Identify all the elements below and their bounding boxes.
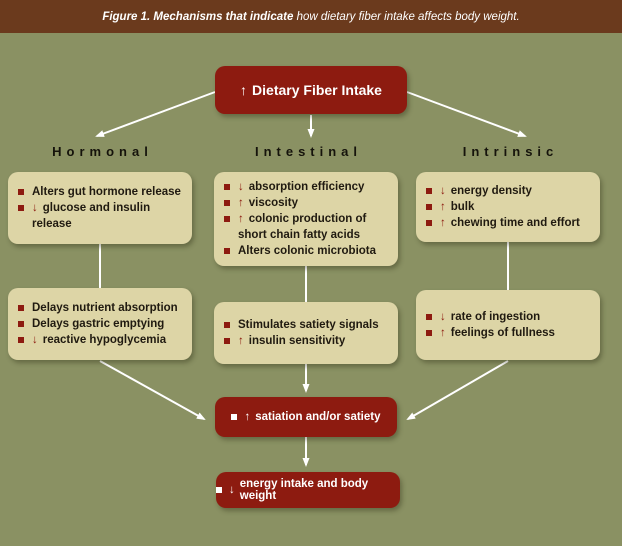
dietary-fiber-intake-label: Dietary Fiber Intake <box>252 82 382 98</box>
list-item: ↓ rate of ingestion <box>426 309 555 325</box>
list-item: ↑colonic production of short chain fatty… <box>224 211 390 243</box>
list-item-text: rate of ingestion <box>450 311 541 323</box>
up-arrow-glyph: ↑ <box>238 213 244 225</box>
bullet-square-icon <box>18 205 24 211</box>
energy-intake-body-weight-label: energy intake and body weight <box>239 478 369 502</box>
list-item-text: chewing time and effort <box>450 217 580 229</box>
list-item-text: colonic production of short chain fatty … <box>238 213 367 241</box>
intestinal-effects-box: Stimulates satiety signals ↑ insulin sens… <box>214 302 398 364</box>
list-item-text: energy density <box>450 185 532 197</box>
list-item-text: Alters gut hormone release <box>32 186 181 198</box>
intestinal-effects-list: Stimulates satiety signals ↑ insulin sens… <box>214 317 387 349</box>
satiation-satiety-box: ↑ satiation and/or satiety <box>215 397 397 437</box>
up-arrow-glyph: ↑ <box>238 335 244 347</box>
list-item: Delays gastric emptying <box>18 316 178 332</box>
arrow-hormonal-to-satiation <box>99 360 206 420</box>
list-item-text: bulk <box>450 201 475 213</box>
bullet-square-icon <box>216 487 222 493</box>
bullet-square-icon <box>224 216 230 222</box>
list-item: ↓ absorption efficiency <box>224 179 390 195</box>
intestinal-mechanisms-box: ↓absorption efficiency ↑viscosity ↑colon… <box>214 172 398 266</box>
list-item: Alters colonic microbiota <box>224 243 390 259</box>
down-arrow-glyph: ↓ <box>238 181 244 193</box>
intrinsic-mechanisms-list: ↓ energy density ↑ bulk ↑ chewing time and … <box>416 183 588 231</box>
down-arrow-glyph: ↓ <box>440 185 446 197</box>
arrow-intrinsic-to-satiation <box>406 360 509 421</box>
satiation-satiety-label: satiation and/or satiety <box>255 411 381 423</box>
arrow-top-to-hormonal <box>95 91 216 137</box>
bullet-square-icon <box>426 188 432 194</box>
bullet-square-icon <box>224 338 230 344</box>
up-arrow-glyph: ↑ <box>238 197 244 209</box>
down-arrow-glyph: ↓ <box>32 334 38 346</box>
intestinal-mechanisms-list: ↓absorption efficiency ↑viscosity ↑colon… <box>214 179 398 259</box>
up-arrow-glyph: ↑ <box>440 201 446 213</box>
figure-caption-subtitle: how dietary fiber intake affects body we… <box>293 10 520 23</box>
down-arrow-glyph: ↓ <box>229 484 235 496</box>
list-item: Stimulates satiety signals <box>224 317 379 333</box>
bullet-square-icon <box>426 314 432 320</box>
bullet-square-icon <box>18 189 24 195</box>
bullet-square-icon <box>224 322 230 328</box>
intrinsic-effects-box: ↓ rate of ingestion ↑ feelings of fullness <box>416 290 600 360</box>
hormonal-effects-list: Delays nutrient absorption Delays gastri… <box>8 300 186 348</box>
list-item-text: Stimulates satiety signals <box>238 319 379 331</box>
figure-caption-title: Figure 1. Mechanisms that indicate <box>102 10 294 23</box>
list-item: ↓glucose and insulin release <box>18 200 184 232</box>
up-arrow-glyph: ↑ <box>440 327 446 339</box>
list-item: ↑ bulk <box>426 199 580 215</box>
list-item: ↑ viscosity <box>224 195 390 211</box>
bullet-square-icon <box>18 321 24 327</box>
list-item-text: Delays nutrient absorption <box>32 302 178 314</box>
bullet-square-icon <box>224 248 230 254</box>
list-item: ↓ energy density <box>426 183 580 199</box>
bullet-square-icon <box>426 204 432 210</box>
list-item: Delays nutrient absorption <box>18 300 178 316</box>
list-item-text: glucose and insulin release <box>32 202 151 230</box>
bullet-square-icon <box>231 414 238 420</box>
hormonal-mechanisms-box: Alters gut hormone release ↓glucose and … <box>8 172 192 244</box>
heading-hormonal: Hormonal <box>52 144 153 159</box>
list-item-text: viscosity <box>248 197 298 209</box>
list-item-text: feelings of fullness <box>450 327 555 339</box>
list-item-text: Delays gastric emptying <box>32 318 165 330</box>
list-item: ↑ insulin sensitivity <box>224 333 379 349</box>
intrinsic-mechanisms-box: ↓ energy density ↑ bulk ↑ chewing time and … <box>416 172 600 242</box>
bullet-square-icon <box>224 200 230 206</box>
list-item-text: reactive hypoglycemia <box>42 334 167 346</box>
intrinsic-effects-list: ↓ rate of ingestion ↑ feelings of fullness <box>416 309 563 341</box>
up-arrow-glyph: ↑ <box>240 82 248 98</box>
down-arrow-glyph: ↓ <box>32 202 38 214</box>
list-item: ↑ chewing time and effort <box>426 215 580 231</box>
figure-caption: Figure 1. Mechanisms that indicate how d… <box>0 0 622 33</box>
up-arrow-glyph: ↑ <box>244 411 251 423</box>
list-item: ↓ reactive hypoglycemia <box>18 332 178 348</box>
list-item-text: Alters colonic microbiota <box>238 245 377 257</box>
up-arrow-glyph: ↑ <box>440 217 446 229</box>
bullet-square-icon <box>18 337 24 343</box>
arrow-top-to-intrinsic <box>406 91 527 137</box>
hormonal-effects-box: Delays nutrient absorption Delays gastri… <box>8 288 192 360</box>
list-item: Alters gut hormone release <box>18 184 184 200</box>
dietary-fiber-intake-box: ↑ Dietary Fiber Intake <box>215 66 407 114</box>
bullet-square-icon <box>426 220 432 226</box>
bullet-square-icon <box>18 305 24 311</box>
list-item-text: insulin sensitivity <box>248 335 346 347</box>
hormonal-mechanisms-list: Alters gut hormone release ↓glucose and … <box>8 184 192 232</box>
down-arrow-glyph: ↓ <box>440 311 446 323</box>
heading-intestinal: Intestinal <box>254 144 363 159</box>
bullet-square-icon <box>426 330 432 336</box>
bullet-square-icon <box>224 184 230 190</box>
list-item-text: absorption efficiency <box>248 181 365 193</box>
list-item: ↑ feelings of fullness <box>426 325 555 341</box>
heading-intrinsic: Intrinsic <box>462 144 559 159</box>
energy-intake-body-weight-box: ↓ energy intake and body weight <box>216 472 400 508</box>
